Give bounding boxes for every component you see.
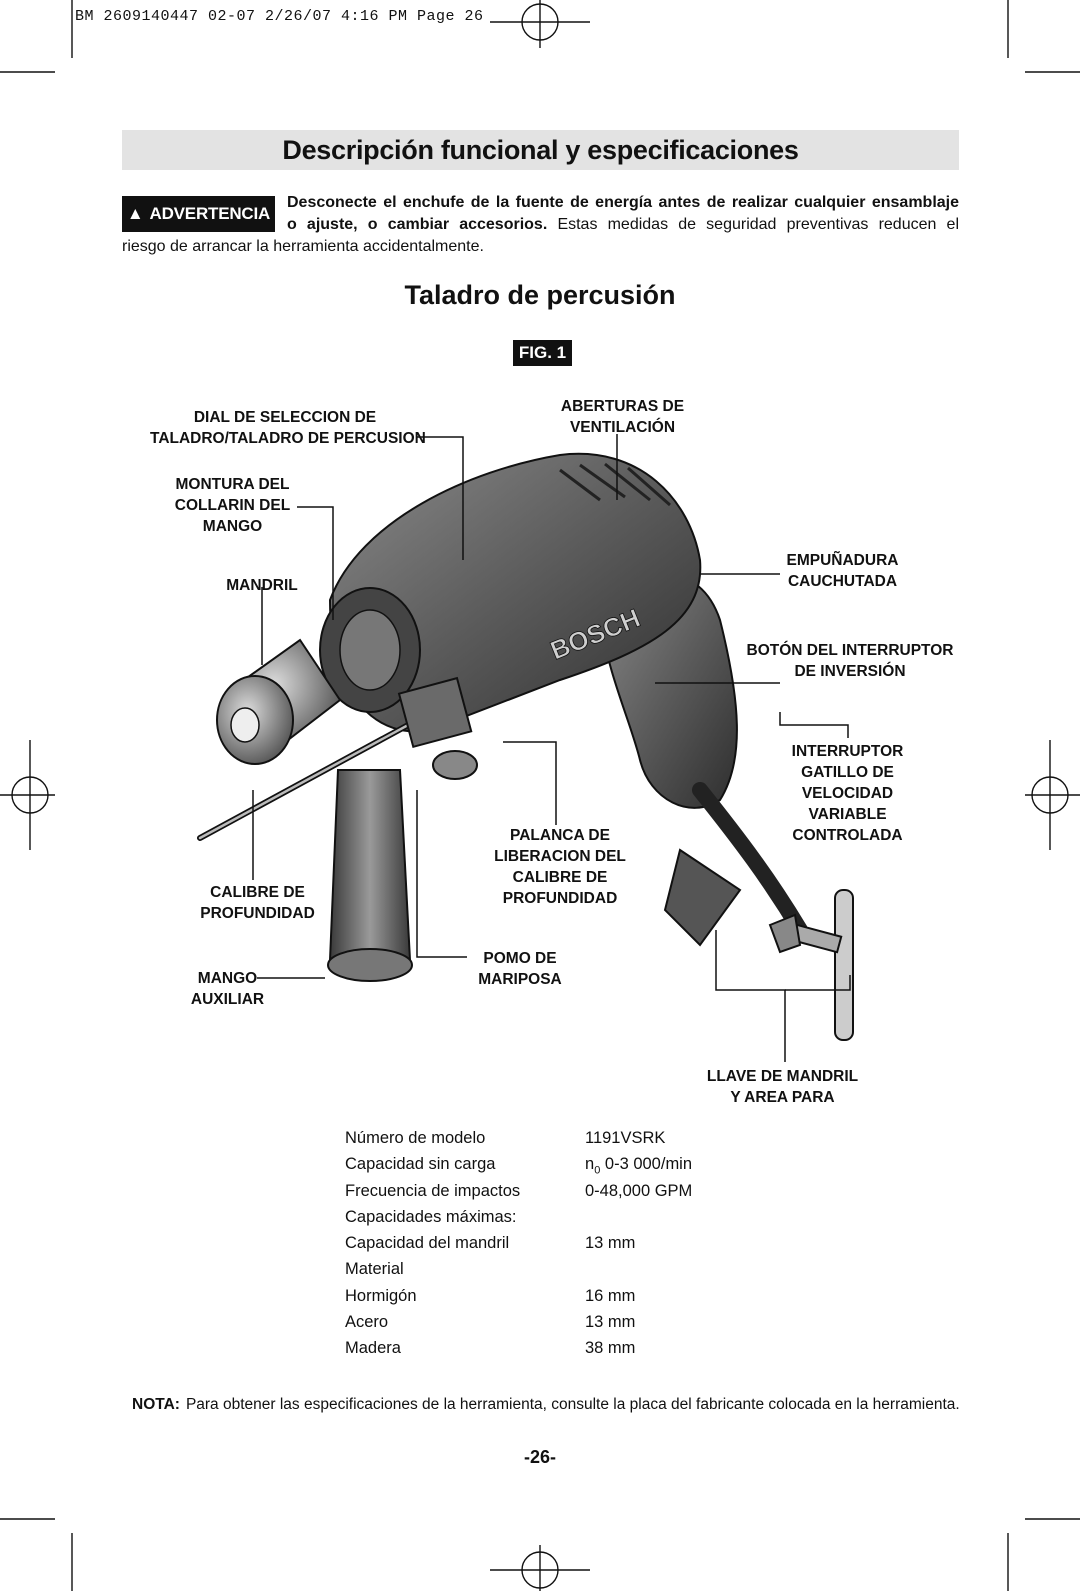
note-label: NOTA: xyxy=(132,1396,180,1413)
spec-row: Madera 38 mm xyxy=(345,1335,785,1361)
page-number: -26- xyxy=(523,1447,556,1467)
spec-label: Frecuencia de impactos xyxy=(345,1181,521,1200)
spec-value xyxy=(585,1204,785,1230)
specifications-table: Número de modelo 1191VSRK Capacidad sin c… xyxy=(345,1125,785,1362)
spec-label: Capacidades máximas: xyxy=(345,1207,517,1226)
warning-triangle-icon: ▲ xyxy=(126,204,144,223)
spec-value: 13 mm xyxy=(585,1313,636,1332)
print-slug: BM 2609140447 02-07 2/26/07 4:16 PM Page… xyxy=(75,8,484,25)
spec-value: 13 mm xyxy=(585,1234,636,1253)
note-text: Para obtener las especificaciones de la … xyxy=(185,1396,960,1413)
spec-label: Acero xyxy=(345,1313,389,1332)
spec-value: 16 mm xyxy=(585,1286,636,1305)
spec-label: Capacidad del mandril xyxy=(345,1234,510,1253)
section-title: Descripción funcional y especificaciones xyxy=(122,130,959,170)
warning-badge: ▲ ADVERTENCIA xyxy=(122,196,275,232)
spec-value: 0-48,000 GPM xyxy=(585,1181,693,1200)
spec-row: Capacidad sin carga n0 0-3 000/min xyxy=(345,1151,785,1177)
spec-value: 1191VSRK xyxy=(585,1129,666,1147)
label-chuck: MANDRIL xyxy=(226,577,298,594)
spec-row: Capacidades máximas: xyxy=(345,1204,785,1230)
spec-value: 38 mm xyxy=(585,1339,636,1358)
spec-label: Hormigón xyxy=(345,1286,417,1305)
spec-row: Número de modelo 1191VSRK xyxy=(345,1125,785,1151)
spec-row: Material xyxy=(345,1256,785,1282)
warning-text-rest: Estas medidas de seguridad preventivas r… xyxy=(557,216,960,233)
warning-text-line1: Desconecte el enchufe de la fuente de en… xyxy=(287,194,959,211)
warning-text-line3: riesgo de arrancar la herramienta accide… xyxy=(122,238,484,255)
figure-badge: FIG. 1 xyxy=(513,340,572,366)
spec-row: Capacidad del mandril 13 mm xyxy=(345,1230,785,1256)
spec-row: Hormigón 16 mm xyxy=(345,1283,785,1309)
spec-row: Acero 13 mm xyxy=(345,1309,785,1335)
spec-row: Frecuencia de impactos 0-48,000 GPM xyxy=(345,1178,785,1204)
spec-label: Número de modelo xyxy=(345,1129,486,1147)
spec-label: Madera xyxy=(345,1339,401,1358)
spec-value: n0 0-3 000/min xyxy=(585,1155,693,1177)
spec-label: Capacidad sin carga xyxy=(345,1155,496,1174)
note: NOTA: Para obtener las especificaciones d… xyxy=(132,1396,960,1414)
spec-value xyxy=(585,1256,785,1282)
warning-text-bold: o ajuste, o cambiar accesorios. xyxy=(287,216,548,233)
warning-text-line2: o ajuste, o cambiar accesorios. Estas me… xyxy=(287,216,959,234)
product-title: Taladro de percusión xyxy=(404,280,676,310)
warning-badge-label: ADVERTENCIA xyxy=(149,204,271,223)
spec-label: Material xyxy=(345,1260,404,1279)
